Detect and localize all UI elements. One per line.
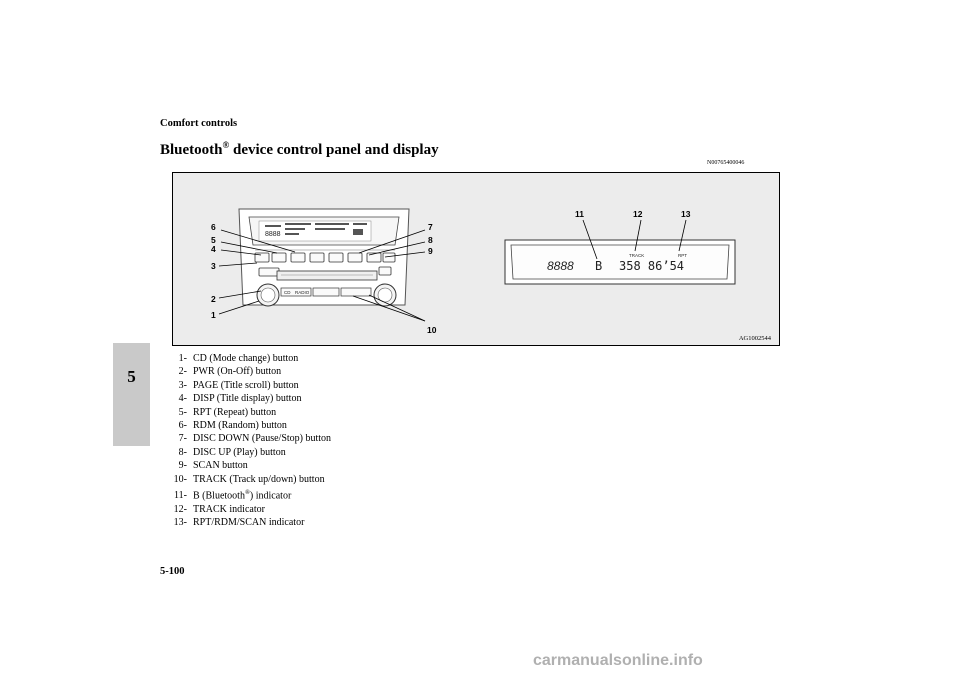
legend-item: 12-TRACK indicator xyxy=(173,503,265,515)
callout-13: 13 xyxy=(681,209,691,219)
panel-radio-label: RADIO xyxy=(295,290,310,295)
legend-item: 13-RPT/RDM/SCAN indicator xyxy=(173,517,305,529)
callout-8: 8 xyxy=(428,235,433,245)
section-header: Comfort controls xyxy=(160,118,238,129)
callout-12: 12 xyxy=(633,209,643,219)
page-number: 5-100 xyxy=(160,566,185,577)
chapter-tab: 5 xyxy=(113,343,150,446)
display-reading: 358 86’54 xyxy=(619,259,684,273)
page-title: Bluetooth® device control panel and disp… xyxy=(160,140,439,159)
control-panel-figure: 8888 CD RADIO xyxy=(172,172,780,346)
legend-list: 1-CD (Mode change) button 2-PWR (On-Off)… xyxy=(170,352,331,530)
display-track-indicator: TRACK xyxy=(629,253,644,258)
legend-item: 7-DISC DOWN (Pause/Stop) button xyxy=(178,433,332,445)
chapter-number: 5 xyxy=(127,367,136,386)
legend-item: 8-DISC UP (Play) button xyxy=(178,446,286,458)
display-digits: 8888 xyxy=(547,259,574,273)
callout-1: 1 xyxy=(211,310,216,320)
callout-6: 6 xyxy=(211,222,216,232)
legend-item: 2-PWR (On-Off) button xyxy=(178,366,282,378)
legend-item: 1-CD (Mode change) button xyxy=(178,353,299,364)
legend-item: 11-B (Bluetooth®) indicator xyxy=(174,489,292,502)
figure-code: AG1002544 xyxy=(738,335,771,342)
callout-3: 3 xyxy=(211,261,216,271)
right-callout-lines xyxy=(582,219,687,260)
registered-mark: ® xyxy=(222,140,230,150)
figure-illustration: 8888 CD RADIO xyxy=(211,208,736,335)
callout-2: 2 xyxy=(211,294,216,304)
legend-item: 4-DISP (Title display) button xyxy=(178,393,302,405)
legend-item: 5-RPT (Repeat) button xyxy=(178,406,277,418)
legend-item: 3-PAGE (Title scroll) button xyxy=(178,379,299,391)
title-text: Bluetooth xyxy=(160,142,223,158)
callout-10: 10 xyxy=(427,325,437,335)
right-callouts: 11 12 13 xyxy=(575,209,691,219)
audio-unit-drawing: 8888 CD RADIO xyxy=(238,208,410,307)
watermark: carmanualsonline.info xyxy=(533,652,703,669)
callout-9: 9 xyxy=(428,246,433,256)
reference-code: N00765400046 xyxy=(707,160,745,166)
callout-5: 5 xyxy=(211,235,216,245)
left-callouts: 6 5 4 3 2 1 7 8 9 10 xyxy=(211,222,437,335)
legend-item: 9-SCAN button xyxy=(178,460,248,472)
callout-4: 4 xyxy=(211,244,216,254)
display-b-indicator: B xyxy=(595,259,602,273)
left-callout-lines xyxy=(218,229,426,322)
display-drawing: 8888 B 358 86’54 TRACK RPT xyxy=(504,239,736,285)
callout-7: 7 xyxy=(428,222,433,232)
callout-11: 11 xyxy=(575,209,584,219)
title-rest: device control panel and display xyxy=(229,142,439,158)
unit-display-digits: 8888 xyxy=(265,231,281,238)
panel-cd-label: CD xyxy=(284,290,291,295)
legend-item: 10-TRACK (Track up/down) button xyxy=(173,473,325,485)
legend-item: 6-RDM (Random) button xyxy=(178,420,287,432)
display-rpt-indicator: RPT xyxy=(678,253,687,258)
